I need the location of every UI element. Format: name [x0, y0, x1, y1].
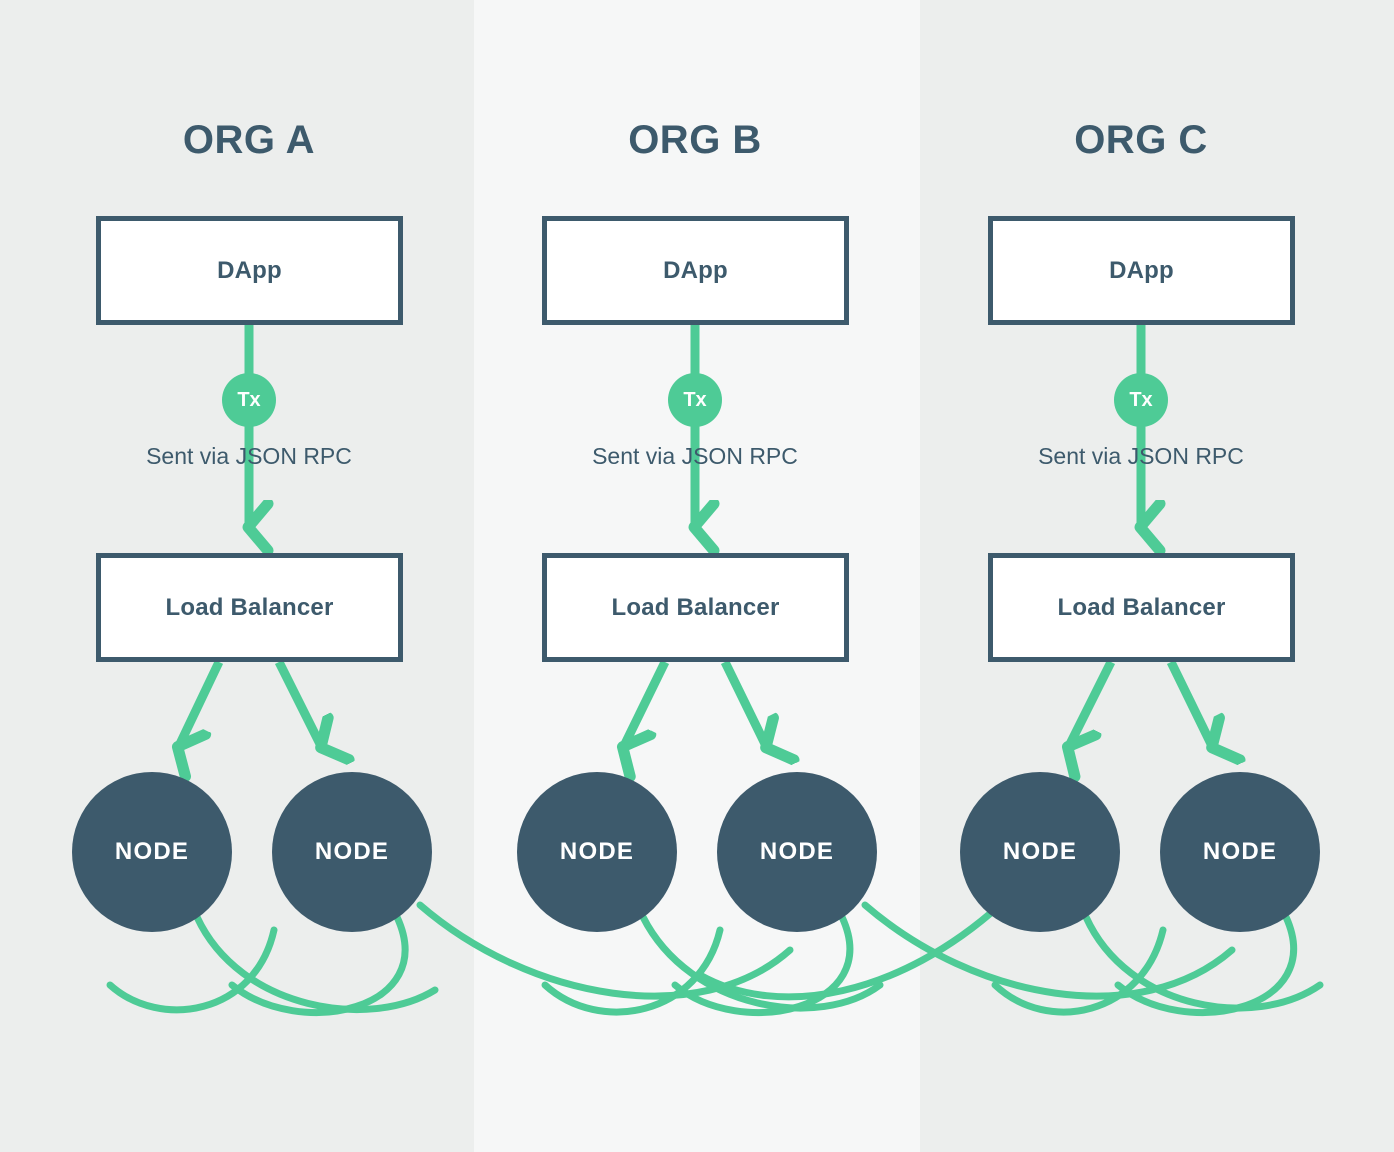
org-b-node-2[interactable]: NODE — [717, 772, 877, 932]
org-a-rpc-label: Sent via JSON RPC — [146, 443, 352, 469]
org-b-load-balancer-label: Load Balancer — [611, 593, 780, 621]
org-a-load-balancer-box[interactable]: Load Balancer — [96, 553, 403, 662]
org-c-rpc-label: Sent via JSON RPC — [1038, 443, 1244, 469]
org-b-node-2-label: NODE — [759, 838, 835, 865]
org-a-dapp-box[interactable]: DApp — [96, 216, 403, 325]
org-b-node-1[interactable]: NODE — [517, 772, 677, 932]
org-c-title: ORG C — [1074, 118, 1208, 162]
org-b-tx-badge: Tx — [668, 373, 722, 427]
org-b-rpc-label: Sent via JSON RPC — [592, 443, 798, 469]
org-c-node-2-label: NODE — [1202, 838, 1278, 865]
org-b-dapp-label: DApp — [663, 256, 728, 284]
org-a-node-2[interactable]: NODE — [272, 772, 432, 932]
org-c-tx-badge: Tx — [1114, 373, 1168, 427]
org-b-dapp-box[interactable]: DApp — [542, 216, 849, 325]
org-c-dapp-label: DApp — [1109, 256, 1174, 284]
org-a-node-2-label: NODE — [314, 838, 390, 865]
org-b-load-balancer-box[interactable]: Load Balancer — [542, 553, 849, 662]
org-a-title: ORG A — [182, 118, 316, 162]
org-c-load-balancer-box[interactable]: Load Balancer — [988, 553, 1295, 662]
org-c-node-1-label: NODE — [1002, 838, 1078, 865]
org-a-load-balancer-label: Load Balancer — [165, 593, 334, 621]
org-b-title: ORG B — [628, 118, 762, 162]
org-a-dapp-label: DApp — [217, 256, 282, 284]
org-c-load-balancer-label: Load Balancer — [1057, 593, 1226, 621]
org-a-tx-badge: Tx — [222, 373, 276, 427]
org-c-node-2[interactable]: NODE — [1160, 772, 1320, 932]
org-c-dapp-box[interactable]: DApp — [988, 216, 1295, 325]
org-a-node-1[interactable]: NODE — [72, 772, 232, 932]
org-b-node-1-label: NODE — [559, 838, 635, 865]
org-a-node-1-label: NODE — [114, 838, 190, 865]
org-c-node-1[interactable]: NODE — [960, 772, 1120, 932]
